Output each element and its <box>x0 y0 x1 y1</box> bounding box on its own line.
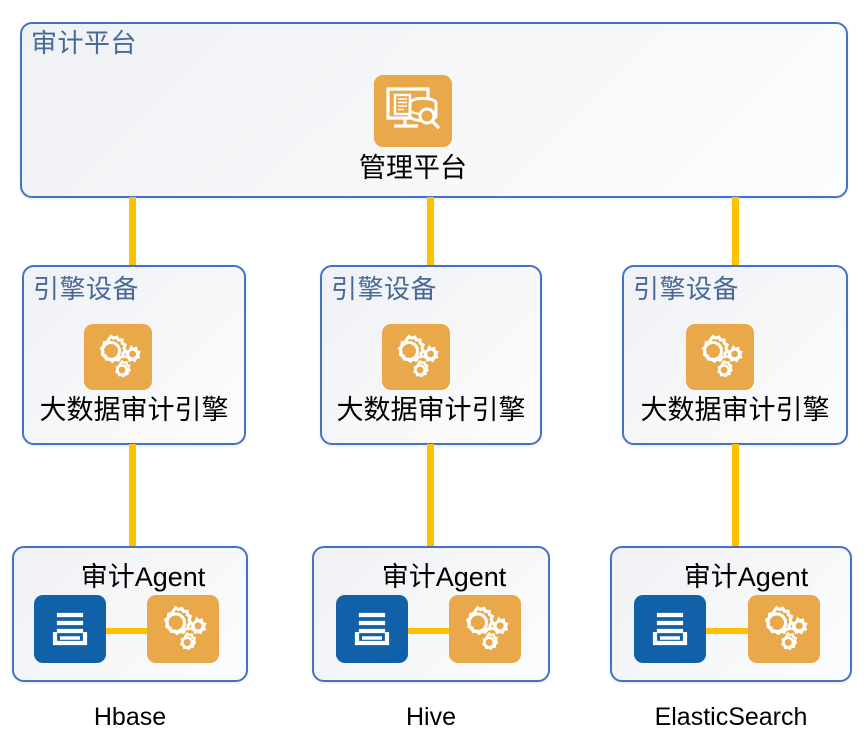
connector-engine-agent-3 <box>732 444 739 548</box>
engine-device-title-1: 引擎设备 <box>33 274 140 304</box>
storage-label-2: Hive <box>405 703 456 731</box>
connector-agent-icons-1 <box>104 628 150 634</box>
connector-platform-engine-3 <box>732 197 739 267</box>
engine-gears-icon-tile-1 <box>84 324 152 390</box>
audit-platform-title: 审计平台 <box>31 28 138 58</box>
engine-label-3: 大数据审计引擎 <box>640 395 830 425</box>
gears-icon <box>397 334 439 378</box>
connector-engine-agent-2 <box>427 444 434 548</box>
database-document-icon <box>354 612 390 646</box>
management-platform-label: 管理平台 <box>359 153 467 183</box>
connector-engine-agent-1 <box>129 444 136 548</box>
database-document-icon <box>52 612 88 646</box>
storage-label-3: ElasticSearch <box>654 703 808 731</box>
engine-device-title-2: 引擎设备 <box>331 274 438 304</box>
engine-label-1: 大数据审计引擎 <box>39 395 229 425</box>
audit-agent-label-1: 审计Agent <box>80 562 206 592</box>
gears-icon <box>701 334 743 378</box>
gears-icon <box>764 605 808 651</box>
connector-agent-icons-2 <box>406 628 452 634</box>
connector-agent-icons-3 <box>706 628 752 634</box>
connector-platform-engine-1 <box>129 197 136 267</box>
agent-database-icon-tile-1 <box>34 595 106 663</box>
gears-icon <box>465 605 509 651</box>
agent-gears-icon-tile-2 <box>449 595 521 663</box>
agent-gears-icon-tile-3 <box>748 595 820 663</box>
audit-agent-label-2: 审计Agent <box>381 562 507 592</box>
management-platform-icon <box>386 87 440 129</box>
management-platform-icon-tile <box>374 75 452 147</box>
agent-database-icon-tile-2 <box>336 595 408 663</box>
audit-agent-label-3: 审计Agent <box>683 562 809 592</box>
agent-gears-icon-tile-1 <box>147 595 219 663</box>
engine-gears-icon-tile-3 <box>686 324 754 390</box>
agent-database-icon-tile-3 <box>634 595 706 663</box>
connector-platform-engine-2 <box>427 197 434 267</box>
storage-label-1: Hbase <box>93 703 167 731</box>
engine-gears-icon-tile-2 <box>382 324 450 390</box>
gears-icon <box>163 605 207 651</box>
engine-device-title-3: 引擎设备 <box>633 274 740 304</box>
engine-label-2: 大数据审计引擎 <box>336 395 526 425</box>
gears-icon <box>99 334 141 378</box>
database-document-icon <box>652 612 688 646</box>
